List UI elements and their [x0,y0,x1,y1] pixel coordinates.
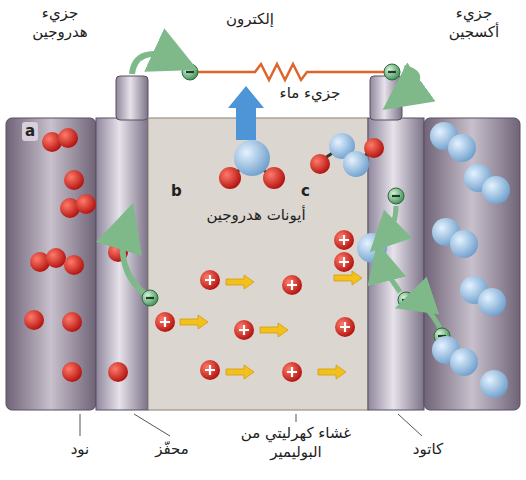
part-label: جزيء ماء [268,84,352,103]
part-label: كاتود [396,440,460,459]
part-label: إلكترون [200,10,300,29]
part-label: محفّز [140,440,204,459]
part-label: نود [58,440,102,459]
part-label: غشاء كهرليتي من البوليمير [226,424,366,462]
part-label: جزيء هدروجين [18,4,102,42]
part-label: أيونات هدروجين [186,206,326,225]
callout-letter: a [22,122,38,141]
callout-letter: b [168,182,185,201]
callout-letter: c [298,182,313,201]
part-label: جزيء أكسجين [432,4,516,42]
